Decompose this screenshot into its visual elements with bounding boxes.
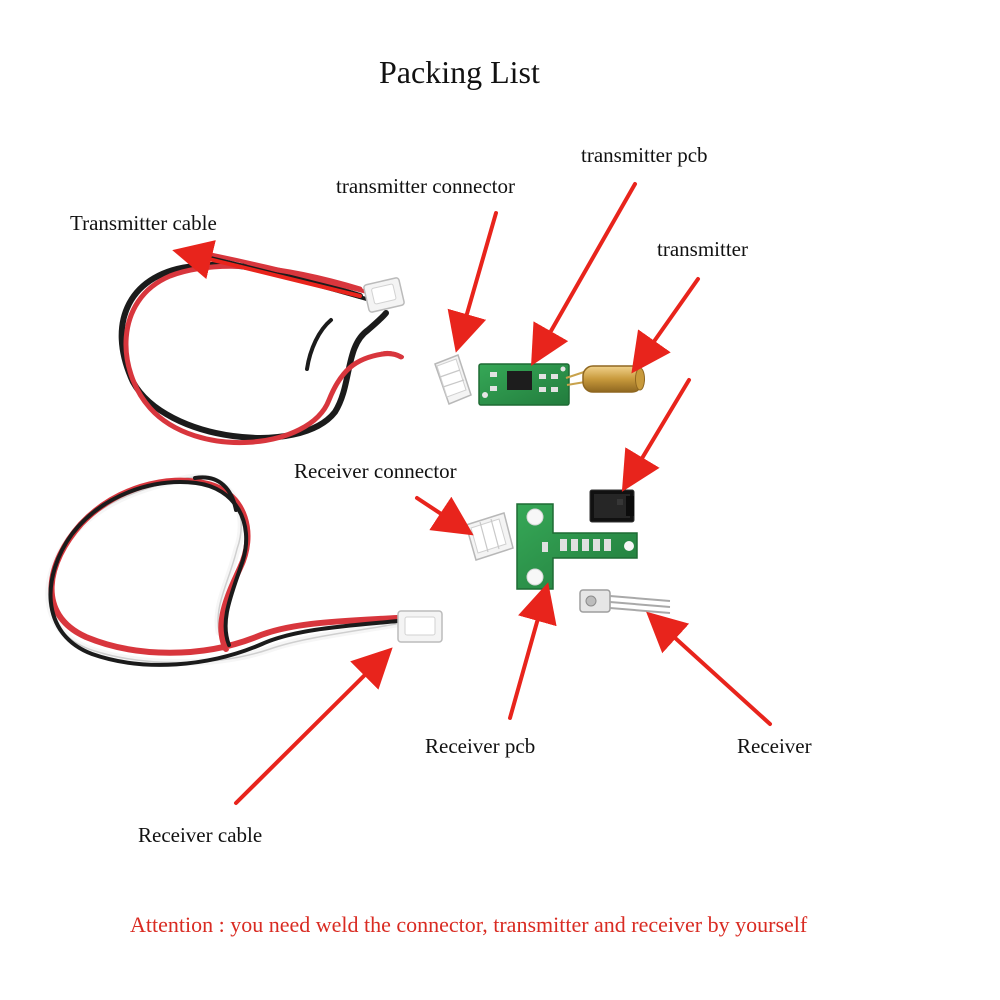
receiver-cable-arrow — [234, 647, 393, 805]
receiver-pcb-arrow — [508, 582, 557, 720]
transmitter-laser — [565, 365, 645, 393]
receiver-housing-arrow — [621, 378, 691, 492]
attention-note: Attention : you need weld the connector,… — [130, 912, 808, 937]
transmitter-cable-plug — [363, 277, 405, 313]
label-receiver-cable: Receiver cable — [138, 823, 263, 847]
transmitter-cable — [118, 249, 405, 445]
receiver-sensor — [579, 589, 671, 614]
receiver-cable — [45, 473, 443, 667]
receiver-arrow — [646, 611, 772, 726]
label-transmitter-connector: transmitter connector — [336, 174, 516, 198]
annotation-arrows — [172, 182, 772, 805]
transmitter-connector — [434, 354, 472, 405]
receiver-cable-plug — [397, 610, 443, 643]
transmitter-connector-arrow — [447, 211, 498, 353]
receiver-connector-arrow — [415, 496, 474, 536]
receiver-pcb — [516, 503, 638, 590]
page-title: Packing List — [379, 54, 540, 90]
label-receiver-connector: Receiver connector — [294, 459, 457, 483]
transmitter-pcb — [478, 363, 570, 406]
transmitter-pcb-arrow — [531, 182, 637, 366]
transmitter-cable-arrow — [172, 240, 362, 298]
label-receiver-pcb: Receiver pcb — [425, 734, 536, 758]
transmitter-arrow — [631, 277, 700, 374]
label-receiver: Receiver — [737, 734, 812, 758]
label-transmitter: transmitter — [657, 237, 748, 261]
receiver-housing — [589, 489, 635, 523]
label-transmitter-cable: Transmitter cable — [70, 211, 217, 235]
label-transmitter-pcb: transmitter pcb — [581, 143, 708, 167]
receiver-connector — [465, 512, 514, 561]
